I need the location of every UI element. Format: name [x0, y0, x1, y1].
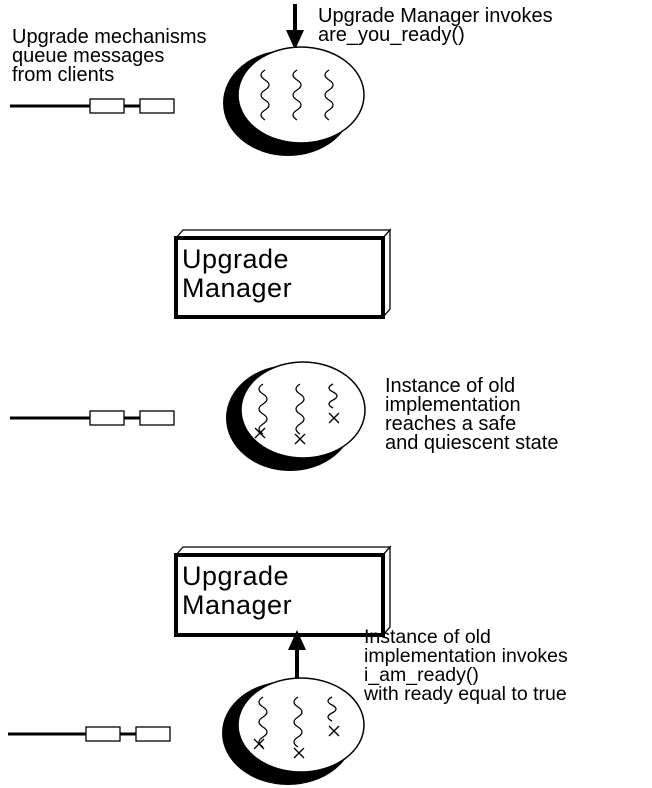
stop-mark [328, 725, 340, 737]
message-queue-1 [10, 98, 175, 114]
upgrade-manager-title-2: Upgrade Manager [182, 561, 293, 620]
i-am-ready-arrow-up [288, 630, 306, 678]
thread-squiggle [292, 69, 302, 121]
upgrade-manager-title-1: Upgrade Manager [182, 244, 293, 303]
thread-squiggle [328, 383, 338, 409]
message-queue-3 [8, 726, 171, 742]
thread-squiggle [293, 696, 303, 748]
thread-squiggle [258, 696, 268, 748]
safe-state-label: Instance of old implementation reaches a… [385, 375, 559, 454]
instance-3-sphere [222, 677, 365, 785]
thread-squiggle [324, 69, 334, 121]
stop-mark [293, 747, 305, 759]
stop-mark [253, 738, 265, 750]
thread-squiggle [327, 696, 337, 722]
invoke-arrow-down [286, 4, 304, 50]
upgrade-manager-box-2 [174, 545, 392, 637]
message-queue-2 [10, 410, 175, 426]
thread-squiggle [295, 383, 305, 435]
instance-2-sphere [226, 361, 366, 471]
stop-mark [254, 427, 266, 439]
upgrade-manager-box-1 [174, 228, 392, 319]
stop-mark [294, 433, 306, 445]
invoke-are-you-ready-label: Upgrade Manager invokes are_you_ready() [318, 5, 553, 46]
stop-mark [328, 412, 340, 424]
thread-squiggle [260, 69, 270, 121]
instance-1-sphere [223, 46, 365, 156]
thread-squiggle [258, 383, 268, 435]
queue-messages-label: Upgrade mechanisms queue messages from c… [12, 26, 207, 86]
invoke-i-am-ready-label: Instance of old implementation invokes i… [364, 626, 568, 705]
